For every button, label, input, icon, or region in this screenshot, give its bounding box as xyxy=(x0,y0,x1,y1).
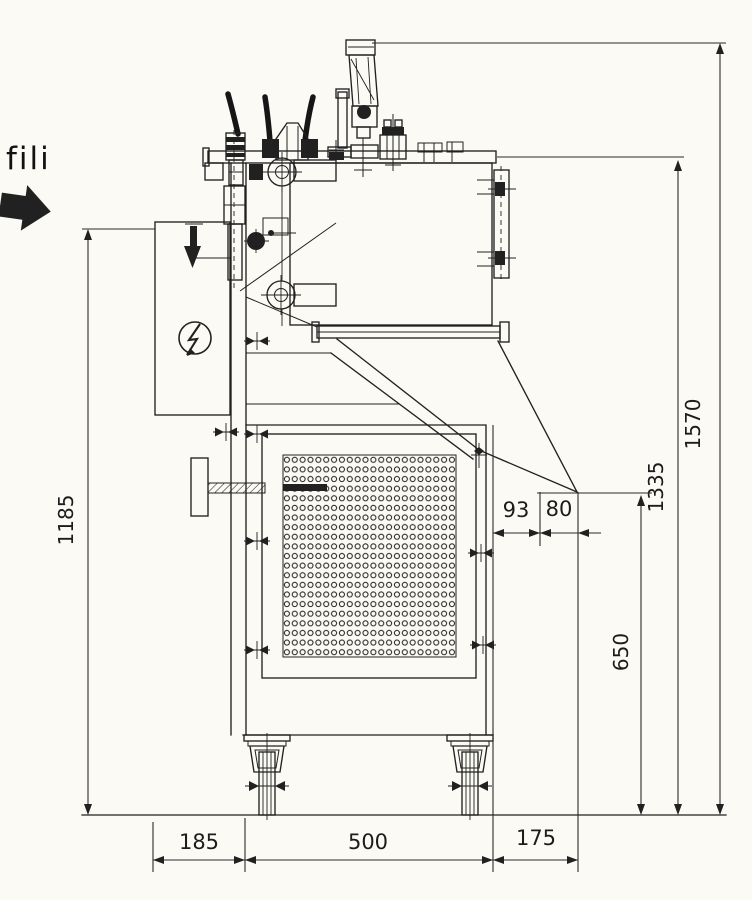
dimension-1335: 1335 xyxy=(497,156,684,815)
dimension-bottom: 185 500 175 xyxy=(152,425,579,872)
tank-hinge-bracket xyxy=(477,166,516,282)
dim-label-1570: 1570 xyxy=(681,399,705,450)
dim-label-1185: 1185 xyxy=(54,495,78,546)
hose-fitting xyxy=(301,139,318,158)
wire-guide xyxy=(184,223,231,268)
dim-label-1335: 1335 xyxy=(644,462,668,513)
handle xyxy=(190,457,327,517)
dim-label-650: 650 xyxy=(609,633,633,671)
dimension-650: 650 xyxy=(537,492,652,815)
cylinder-assembly xyxy=(327,39,379,177)
machine-body xyxy=(154,39,578,820)
dim-label-93: 93 xyxy=(503,498,530,522)
handle-shaft xyxy=(283,484,327,491)
dimension-1185: 1185 xyxy=(54,228,155,815)
down-arrow-icon xyxy=(184,246,201,268)
dimension-1570: 1570 xyxy=(372,42,726,815)
electrical-box xyxy=(154,221,231,416)
sensor-stack xyxy=(223,130,246,290)
panel-frame xyxy=(261,433,477,679)
rail-brackets xyxy=(417,141,464,162)
feed-hoses xyxy=(225,91,318,161)
caster-left xyxy=(243,733,291,820)
cabinet xyxy=(242,424,494,736)
dim-label-185: 185 xyxy=(179,830,219,854)
cylinder-pivot xyxy=(357,105,371,119)
clamp-unit xyxy=(379,114,407,171)
handle-grip xyxy=(190,457,209,517)
tank xyxy=(289,162,493,326)
caster-right xyxy=(446,733,494,820)
dim-label-80: 80 xyxy=(546,497,573,521)
dimension-93-80: 93 80 xyxy=(493,492,601,546)
shelf-lines xyxy=(246,352,400,405)
dim-label-500: 500 xyxy=(348,830,388,854)
hose-fitting xyxy=(262,139,279,158)
main-column xyxy=(230,162,247,736)
dim-label-175: 175 xyxy=(516,826,556,850)
feed-label: fili xyxy=(6,141,51,177)
frame-fastener-marks xyxy=(213,332,496,659)
electrical-hazard-icon xyxy=(178,321,212,356)
support-bar xyxy=(311,321,510,343)
feed-direction-arrow-icon xyxy=(0,185,51,231)
thread-rollers xyxy=(239,152,337,328)
